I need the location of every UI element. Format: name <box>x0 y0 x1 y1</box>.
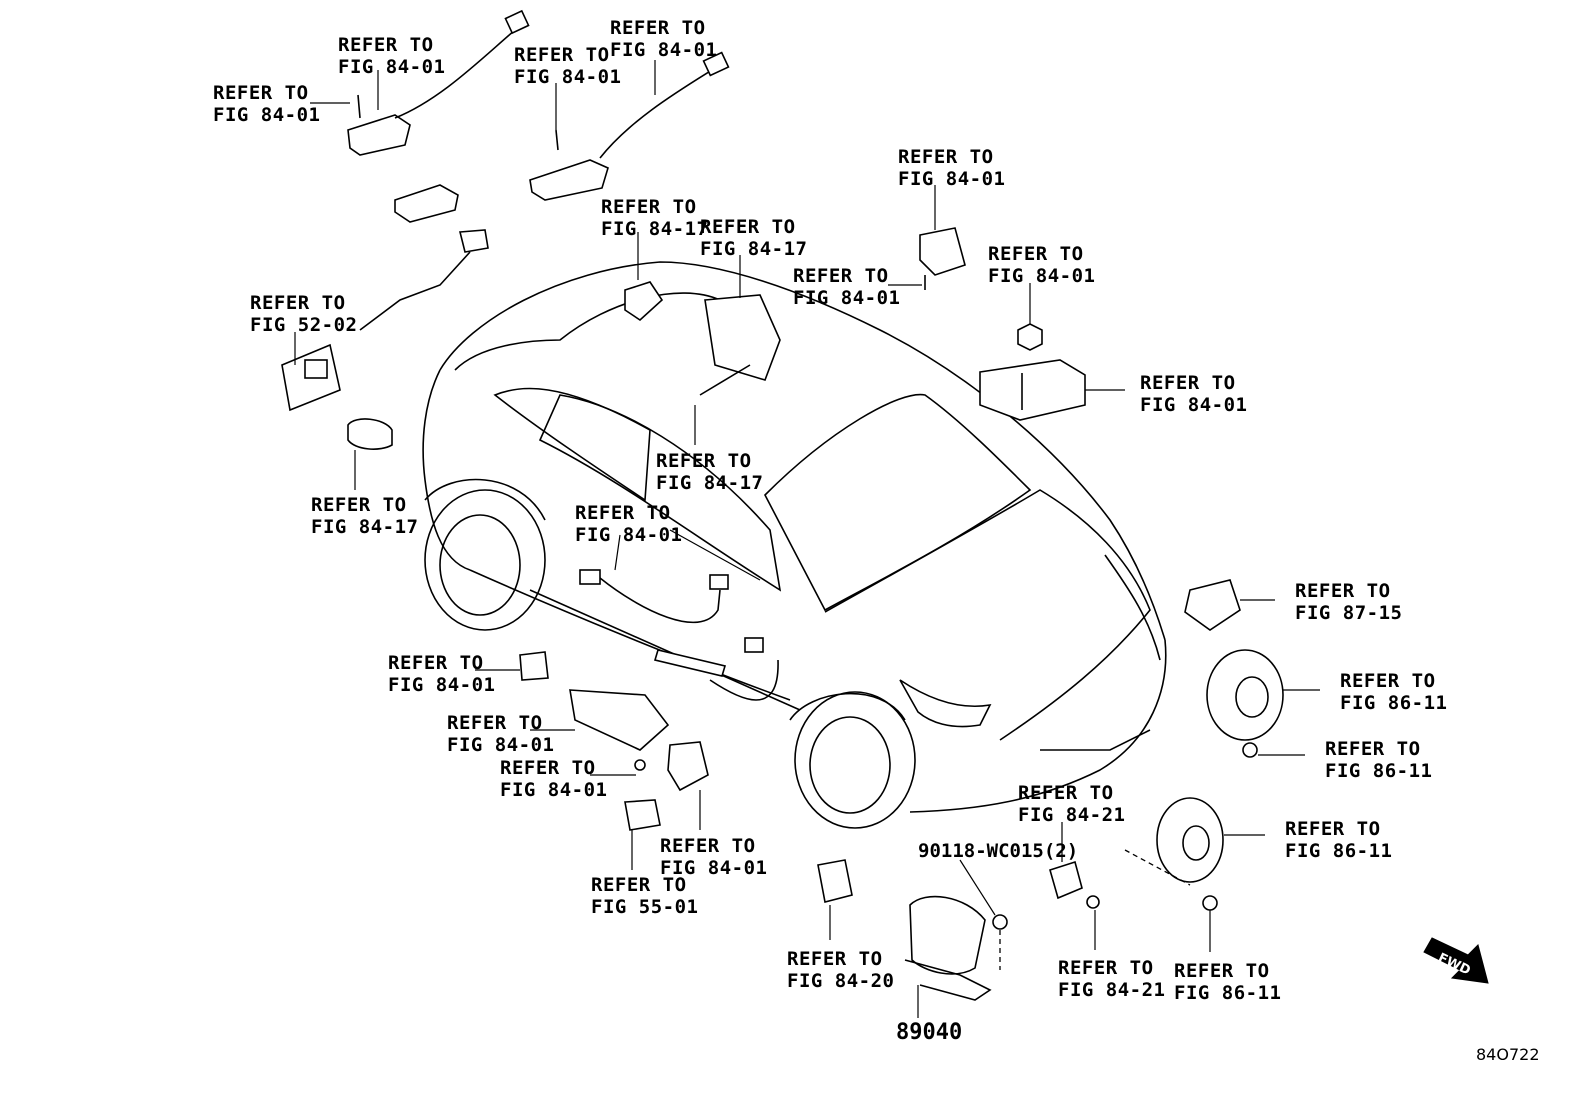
fwd-arrow-icon: FWD <box>1423 937 1489 984</box>
diagram-id: 84O722 <box>1476 1045 1540 1064</box>
part-number-bolt: 90118-WC015(2) <box>918 840 1079 862</box>
part-number-siren: 89040 <box>896 1020 963 1045</box>
part-sketches <box>281 9 1284 1001</box>
car-body-outline <box>422 261 1167 829</box>
leader-lines <box>294 60 1320 1018</box>
